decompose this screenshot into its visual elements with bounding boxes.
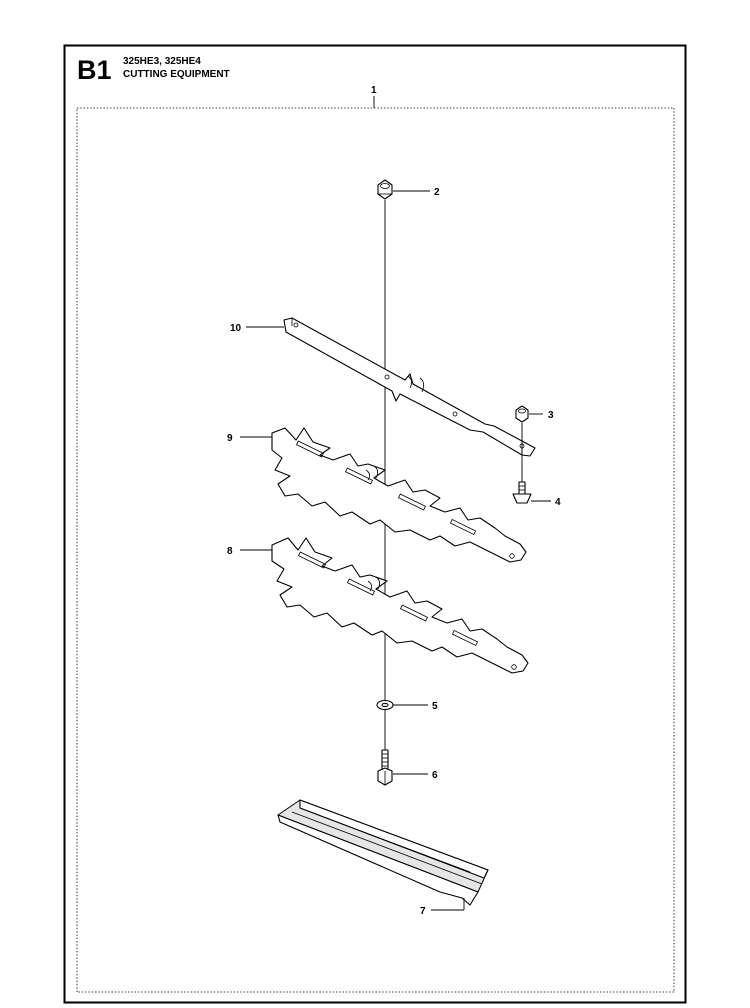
nut-top: [377, 179, 430, 200]
callout-1: 1: [371, 85, 377, 96]
blade-guard: [277, 799, 489, 911]
nut-small: [515, 405, 543, 485]
bolt: [377, 749, 428, 786]
lower-blade: [240, 537, 529, 674]
screw-small: [512, 481, 551, 504]
upper-blade: [240, 427, 527, 563]
callout-9: 9: [227, 433, 233, 444]
callout-4: 4: [555, 497, 561, 508]
washer: [376, 699, 428, 711]
callout-10: 10: [230, 323, 242, 334]
callout-8: 8: [227, 546, 233, 557]
callout-5: 5: [432, 701, 438, 712]
section-title: CUTTING EQUIPMENT: [123, 69, 230, 80]
callout-6: 6: [432, 770, 438, 781]
callout-7: 7: [420, 906, 426, 917]
callout-2: 2: [434, 187, 440, 198]
section-code: B1: [77, 55, 112, 85]
model-numbers: 325HE3, 325HE4: [123, 56, 201, 67]
callout-3: 3: [548, 410, 554, 421]
bar: [246, 317, 536, 457]
assembly-frame: [76, 96, 675, 993]
page-frame: [63, 44, 687, 1004]
